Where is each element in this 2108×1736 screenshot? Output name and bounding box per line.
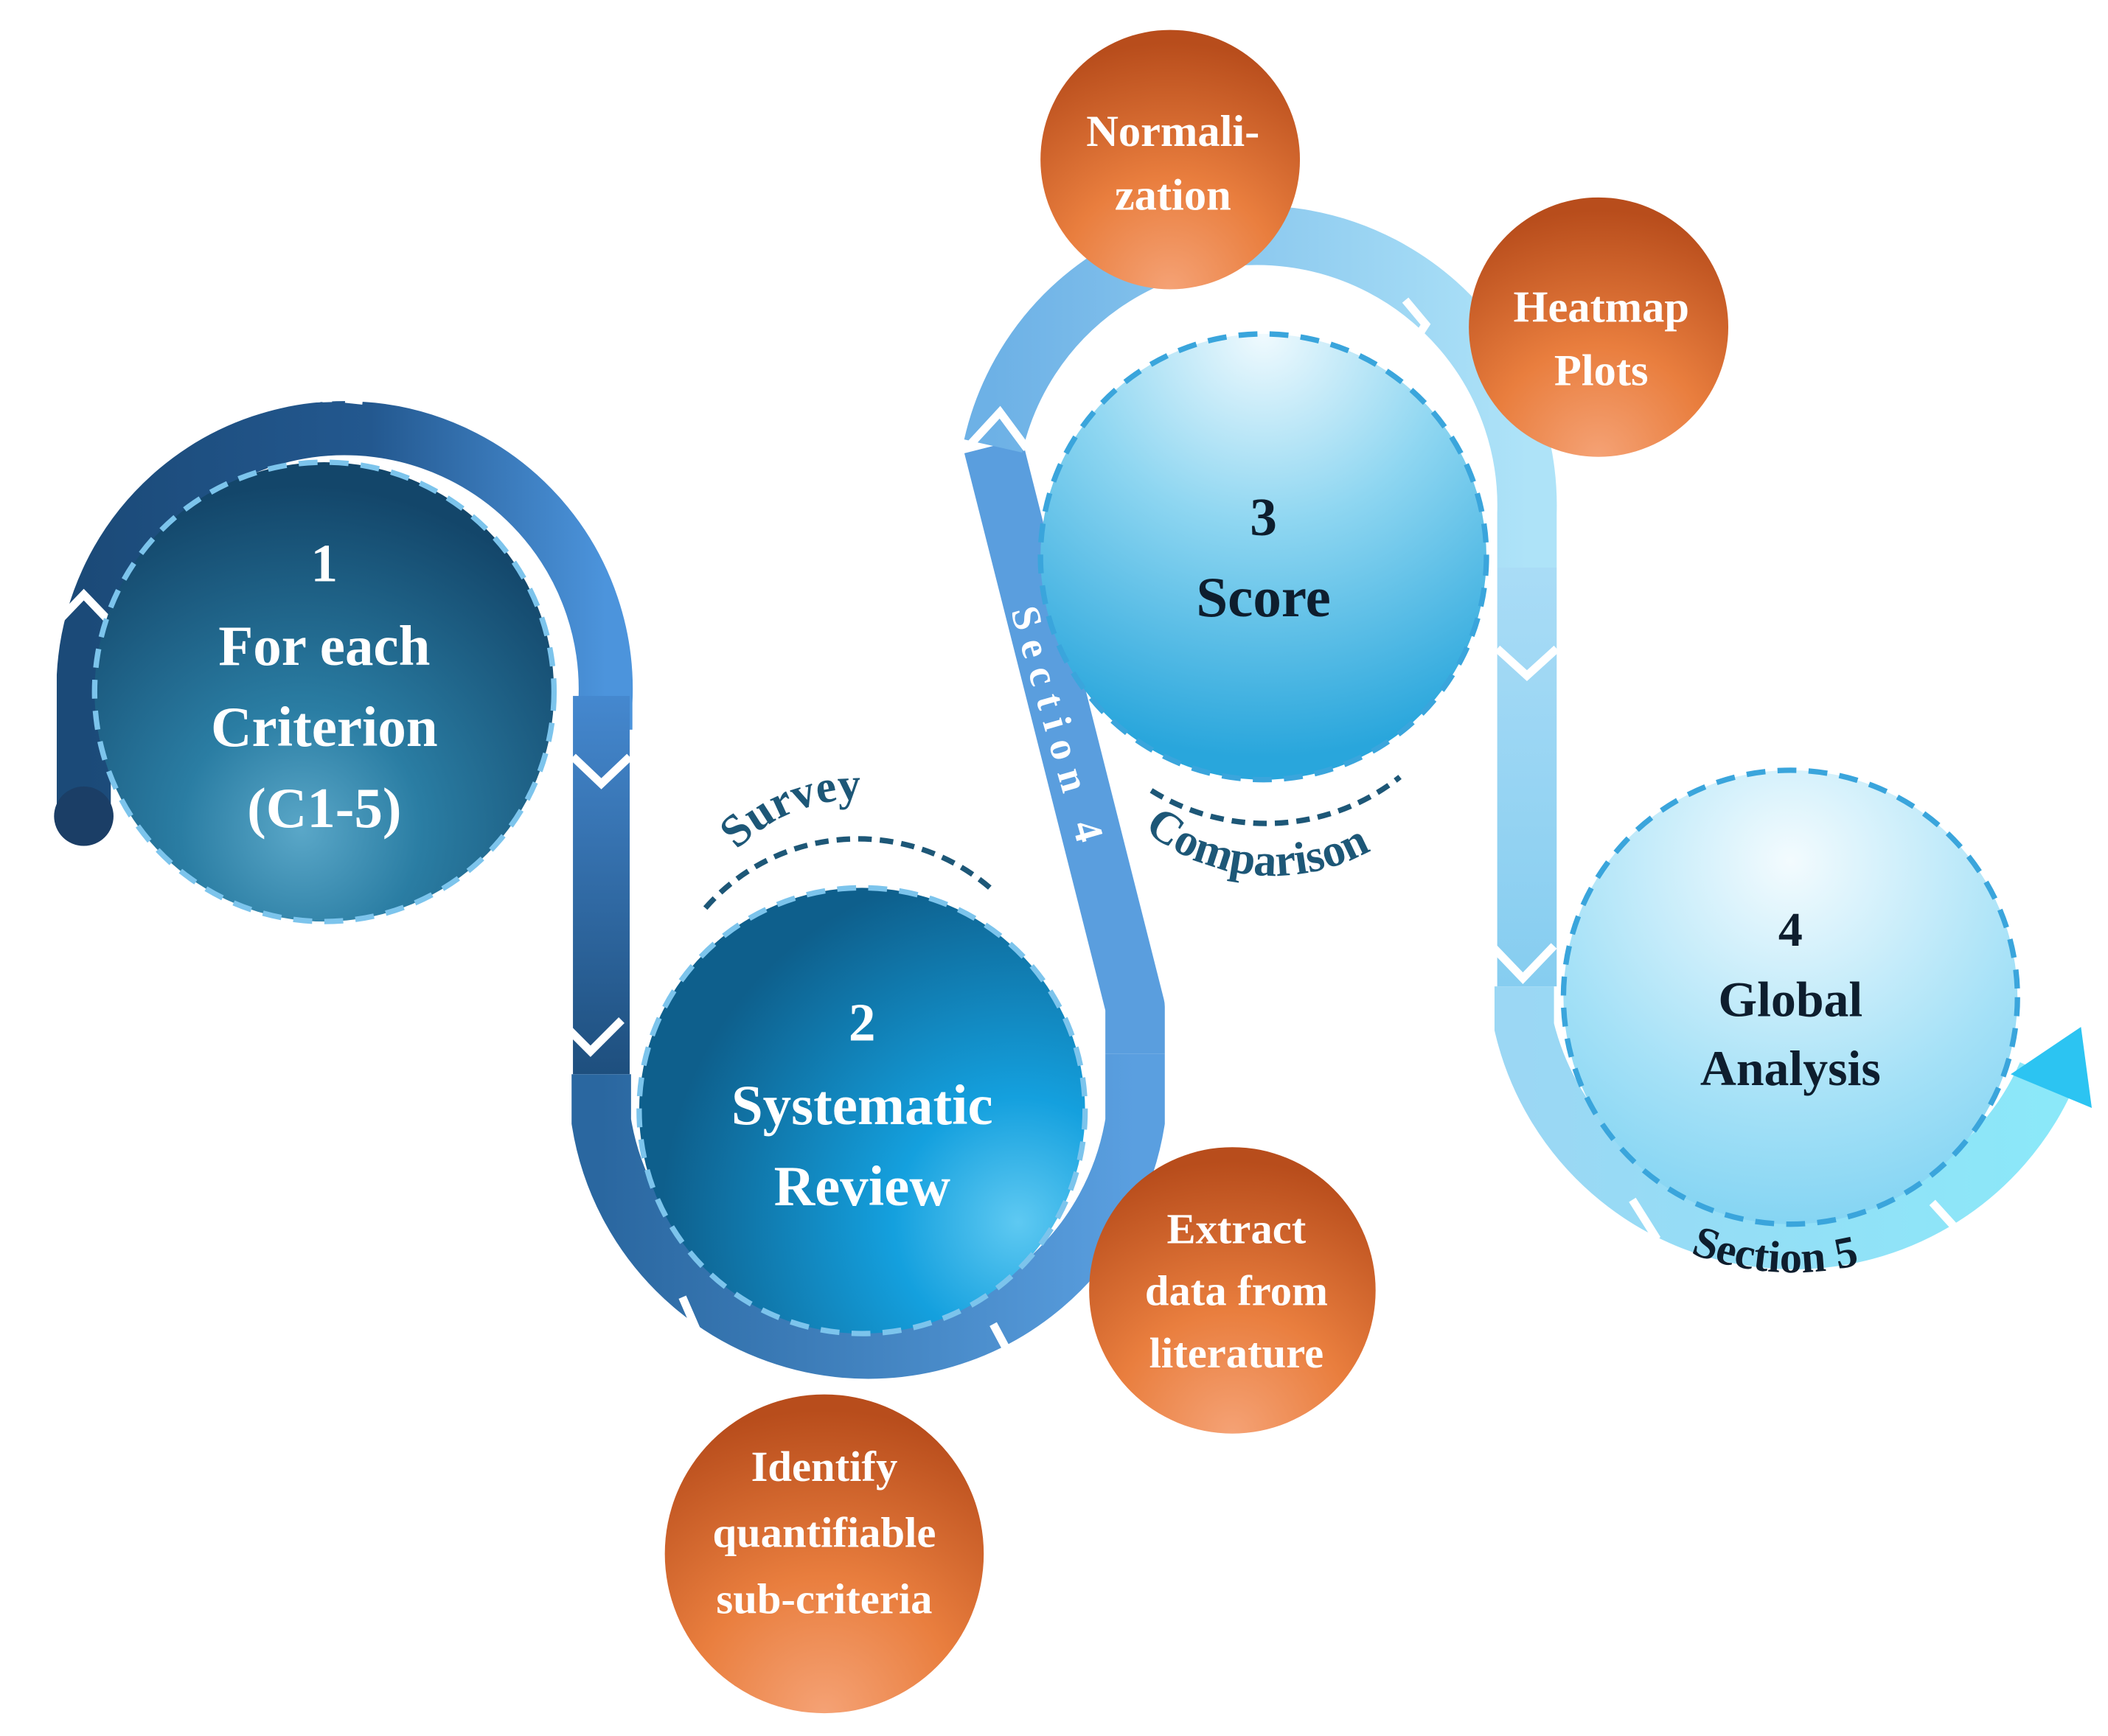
ribbon-section-5 [1494, 986, 2075, 1269]
chevron-up-icon [48, 588, 119, 632]
step-4-line-2: Analysis [1700, 1041, 1881, 1096]
normalization-line-1: Normali- [1086, 107, 1259, 156]
step-3-line-1: Score [1196, 565, 1330, 629]
identify-line-3: sub-criteria [716, 1575, 932, 1622]
extract-line-1: Extract [1166, 1205, 1306, 1252]
ribbon-section-4 [964, 439, 1165, 1054]
step-2-line-2: Review [774, 1154, 951, 1218]
survey-dashed-arc [703, 836, 997, 910]
step-3: 3 Score [1037, 331, 1489, 783]
step-1: 1 For each Criterion (C1-5) [91, 459, 557, 924]
identify-line-2: quantifiable [712, 1509, 936, 1557]
substep-identify: Identify quantifiable sub-criteria [664, 1394, 984, 1714]
step-4: 4 Global Analysis [1560, 767, 2020, 1227]
chevron-right-icon [1927, 1199, 1966, 1263]
chevron-down-icon [1489, 943, 1557, 985]
chevron-down-icon [570, 753, 633, 789]
ribbon-section-2-bottom [571, 1053, 1165, 1379]
ribbon-start-dot [54, 786, 114, 846]
ribbon-descent-2 [1497, 567, 1557, 987]
chevron-right-icon [977, 1322, 1019, 1392]
step-3-number: 3 [1250, 487, 1277, 547]
identify-line-1: Identify [751, 1443, 898, 1491]
heatmap-line-1: Heatmap [1513, 282, 1688, 332]
ribbon-descent-1 [573, 696, 630, 1075]
extract-line-2: data from [1145, 1267, 1328, 1315]
step-1-line-3: (C1-5) [247, 776, 401, 840]
chevron-right-icon [1402, 297, 1431, 354]
step-4-line-1: Global [1718, 972, 1862, 1027]
substep-normalization: Normali- zation [1040, 29, 1301, 290]
step-4-number: 4 [1778, 903, 1803, 957]
chevron-down-icon [1494, 645, 1559, 682]
step-2-line-1: Systematic [731, 1073, 993, 1137]
step-1-line-1: For each [218, 614, 430, 677]
survey-label: Survey [710, 759, 862, 857]
comparison-dashed-arc [1149, 775, 1402, 826]
step-1-line-2: Criterion [211, 695, 438, 759]
chevron-up-icon [965, 405, 1031, 451]
chevron-right-icon [672, 1295, 705, 1374]
ribbon-section-2 [56, 401, 633, 809]
substep-extract: Extract data from literature [1089, 1147, 1376, 1434]
extract-line-3: literature [1149, 1329, 1324, 1377]
arrow-head-icon [2011, 1027, 2093, 1109]
survey-text: Survey [710, 759, 862, 857]
step-2-number: 2 [849, 992, 876, 1052]
heatmap-line-2: Plots [1554, 346, 1649, 396]
step-2: 2 Systematic Review [636, 885, 1088, 1336]
step-1-number: 1 [311, 533, 338, 593]
normalization-line-2: zation [1115, 170, 1231, 220]
chevron-right-icon [1625, 1197, 1661, 1266]
chevron-down-icon [556, 1017, 625, 1057]
substep-heatmap: Heatmap Plots [1469, 197, 1729, 457]
